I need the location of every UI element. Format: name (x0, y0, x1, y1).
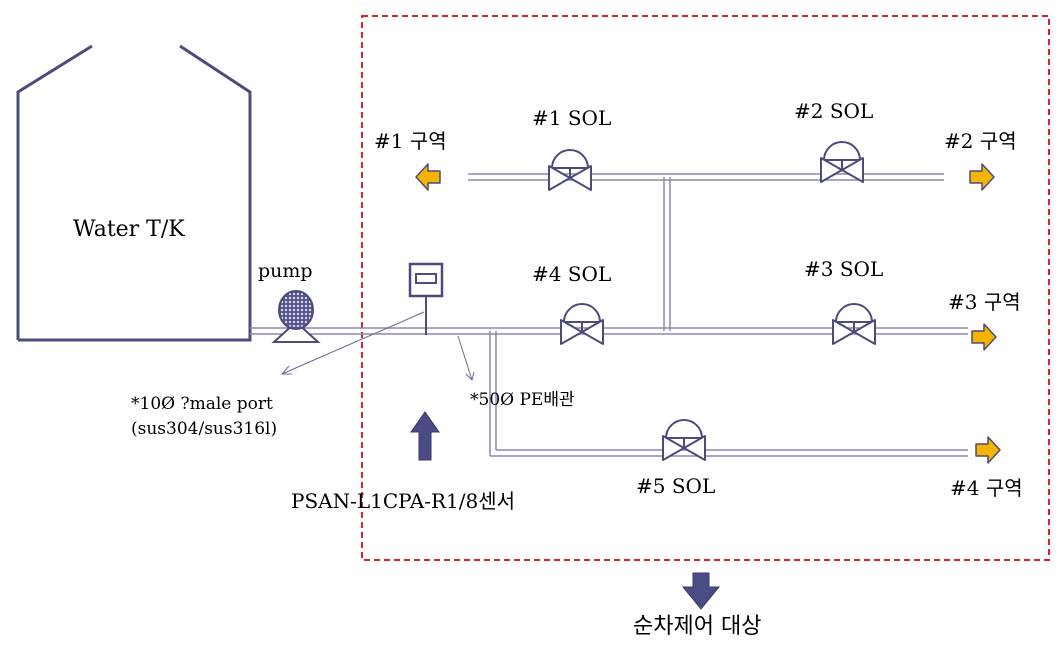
sequential-control-boundary (361, 15, 1050, 561)
sol4-label: #4 SOL (532, 262, 612, 286)
sensor-indicator-arrow-icon (410, 411, 440, 461)
pipe-note: *50Ø PE배관 (470, 390, 575, 410)
sol2-label: #2 SOL (794, 99, 874, 123)
zone4-arrow-icon (975, 436, 1001, 464)
sequential-down-arrow-icon (681, 572, 721, 610)
sol1-valve-icon (548, 149, 592, 191)
pressure-sensor-icon (408, 262, 444, 335)
zone3-label: #3 구역 (948, 290, 1021, 314)
sol2-valve-icon (820, 141, 864, 183)
sol5-label: #5 SOL (636, 474, 716, 498)
pump-icon (271, 290, 321, 343)
tank-label: Water T/K (73, 217, 185, 242)
sol3-valve-icon (832, 303, 876, 345)
zone2-label: #2 구역 (944, 129, 1017, 153)
zone2-arrow-icon (969, 163, 995, 191)
port-note-line2: (sus304/sus316l) (131, 419, 278, 439)
sol1-label: #1 SOL (532, 106, 612, 130)
sol5-valve-icon (662, 419, 706, 461)
pipe-network (250, 173, 968, 457)
sequential-control-label: 순차제어 대상 (633, 614, 762, 639)
sol3-label: #3 SOL (804, 257, 884, 281)
zone1-label: #1 구역 (374, 129, 447, 153)
pump-label: pump (258, 260, 313, 282)
water-tank (16, 44, 252, 342)
zone3-arrow-icon (971, 323, 997, 351)
leader-lines (280, 311, 475, 381)
port-note-line1: *10Ø ?male port (131, 394, 273, 414)
zone1-arrow-icon (415, 163, 441, 191)
sol4-valve-icon (560, 303, 604, 345)
sensor-note: PSAN-L1CPA-R1/8센서 (291, 489, 516, 513)
zone4-label: #4 구역 (950, 476, 1023, 500)
